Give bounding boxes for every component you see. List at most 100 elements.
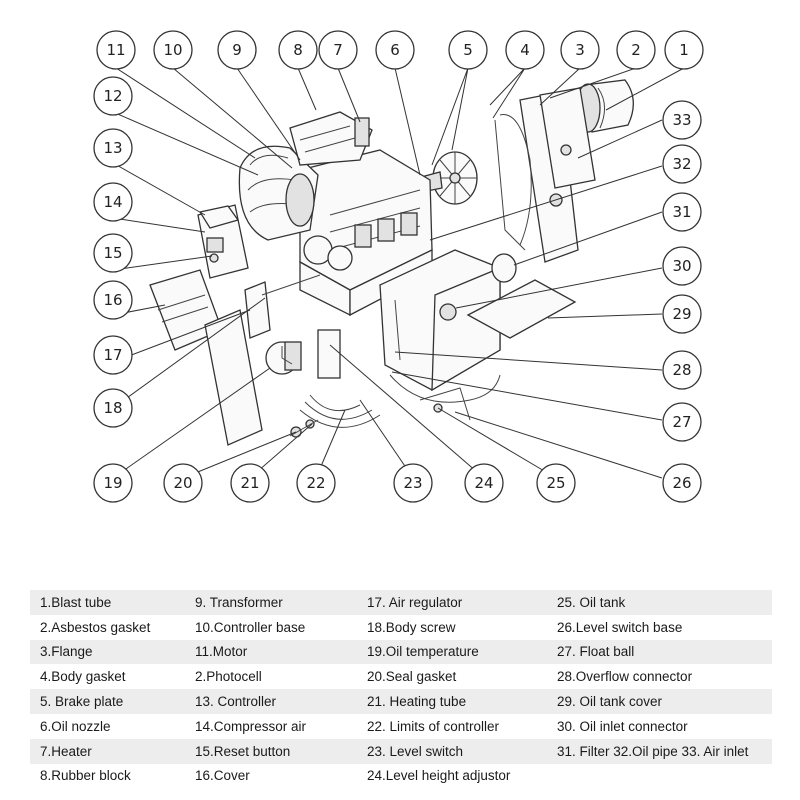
callout-number: 11 — [106, 41, 125, 59]
callout-number: 24 — [474, 474, 493, 492]
callout-number: 18 — [103, 399, 122, 417]
legend-row: 3.Flange 11.Motor 19.Oil temperature 27.… — [30, 639, 772, 665]
legend-cell: 2.Asbestos gasket — [30, 614, 185, 640]
legend-cell: 17. Air regulator — [357, 590, 547, 615]
motor-part — [238, 145, 319, 241]
legend-cell: 23. Level switch — [357, 738, 547, 764]
transformer-part — [289, 111, 373, 166]
legend-cell: 25. Oil tank — [547, 590, 772, 615]
legend-cell: 1.Blast tube — [30, 590, 185, 615]
callout-circle — [662, 402, 702, 442]
oil-tank-part — [379, 249, 577, 413]
air-regulator-part — [204, 274, 321, 446]
callout-number: 33 — [672, 111, 691, 129]
callout-circle — [93, 335, 133, 375]
legend-cell: 2.Photocell — [185, 664, 357, 690]
callout-circle — [616, 30, 656, 70]
callout-number: 26 — [672, 474, 691, 492]
heating-tube-part — [289, 329, 381, 438]
callout-circle — [318, 30, 358, 70]
legend-row: 8.Rubber block 16.Cover 24.Level height … — [30, 763, 772, 789]
callout-number: 12 — [103, 87, 122, 105]
callout-circle — [93, 233, 133, 273]
callout-number: 5 — [463, 41, 473, 59]
callout-circle — [375, 30, 415, 70]
legend-cell: 31. Filter 32.Oil pipe 33. Air inlet — [547, 738, 772, 764]
callout-number: 2 — [631, 41, 641, 59]
legend-row: 6.Oil nozzle 14.Compressor air 22. Limit… — [30, 713, 772, 739]
callout-circle — [662, 294, 702, 334]
callout-circle — [662, 350, 702, 390]
legend-cell: 16.Cover — [185, 763, 357, 789]
callout-number: 8 — [293, 41, 303, 59]
callout-number: 23 — [403, 474, 422, 492]
exploded-parts-diagram: 1 2 3 4 5 6 7 8 9 10 11 12 13 14 15 16 1… — [93, 30, 704, 503]
legend-cell: 29. Oil tank cover — [547, 689, 772, 714]
legend-cell: 10.Controller base — [185, 614, 357, 640]
legend-row: 2.Asbestos gasket 10.Controller base 18.… — [30, 614, 772, 640]
callout-circle — [93, 76, 133, 116]
controller-part — [197, 204, 249, 279]
legend-cell: 14.Compressor air — [185, 713, 357, 739]
legend-cell: 15.Reset button — [185, 738, 357, 764]
callout-circle — [464, 463, 504, 503]
legend-cell: 24.Level height adjustor — [357, 763, 547, 789]
legend-row: 7.Heater 15.Reset button 23. Level switc… — [30, 738, 772, 764]
callout-circle — [448, 30, 488, 70]
callout-number: 27 — [672, 413, 691, 431]
callout-circle — [393, 463, 433, 503]
callout-circle — [93, 463, 133, 503]
callout-circle — [505, 30, 545, 70]
callout-number: 32 — [672, 155, 691, 173]
legend-cell: 21. Heating tube — [357, 689, 547, 714]
callout-circle — [278, 30, 318, 70]
legend-cell: 6.Oil nozzle — [30, 713, 185, 739]
legend-cell: 3.Flange — [30, 639, 185, 665]
legend-cell: 8.Rubber block — [30, 763, 185, 789]
callout-circle — [662, 246, 702, 286]
legend-cell: 26.Level switch base — [547, 614, 772, 640]
legend-cell: 28.Overflow connector — [547, 664, 772, 690]
legend-cell: 13. Controller — [185, 689, 357, 714]
legend-cell: 27. Float ball — [547, 639, 772, 665]
callout-number: 25 — [546, 474, 565, 492]
callout-circle — [664, 30, 704, 70]
callout-circle — [536, 463, 576, 503]
callout-number: 4 — [520, 41, 530, 59]
callout-circle — [662, 144, 702, 184]
legend-cell — [547, 763, 772, 789]
legend-cell: 5. Brake plate — [30, 689, 185, 714]
leader-lines — [112, 67, 685, 479]
callout-number: 17 — [103, 346, 122, 364]
legend-row: 1.Blast tube 9. Transformer 17. Air regu… — [30, 590, 772, 615]
callout-circle — [93, 280, 133, 320]
parts-legend-table: 1.Blast tube 9. Transformer 17. Air regu… — [30, 590, 772, 789]
callout-number: 1 — [679, 41, 689, 59]
callout-circle — [93, 128, 133, 168]
legend-cell: 20.Seal gasket — [357, 664, 547, 690]
legend-cell: 7.Heater — [30, 738, 185, 764]
callout-number: 13 — [103, 139, 122, 157]
callout-number: 16 — [103, 291, 122, 309]
legend-cell: 9. Transformer — [185, 590, 357, 615]
callout-number: 10 — [163, 41, 182, 59]
callout-number: 14 — [103, 193, 122, 211]
callout-number: 22 — [306, 474, 325, 492]
legend-cell: 4.Body gasket — [30, 664, 185, 690]
callout-circle — [93, 182, 133, 222]
callout-number: 3 — [575, 41, 585, 59]
callout-number: 19 — [103, 474, 122, 492]
callout-circle — [230, 463, 270, 503]
callout-circle — [93, 388, 133, 428]
callout-number: 20 — [173, 474, 192, 492]
legend-cell: 22. Limits of controller — [357, 713, 547, 739]
burner-exploded-view — [149, 79, 634, 446]
callout-circle — [296, 463, 336, 503]
callout-number: 9 — [232, 41, 242, 59]
callout-circle — [96, 30, 136, 70]
legend-cell: 19.Oil temperature — [357, 639, 547, 665]
callout-number: 29 — [672, 305, 691, 323]
flange-part — [494, 87, 596, 263]
callout-number: 31 — [672, 203, 691, 221]
oil-temperature-part — [265, 341, 302, 375]
